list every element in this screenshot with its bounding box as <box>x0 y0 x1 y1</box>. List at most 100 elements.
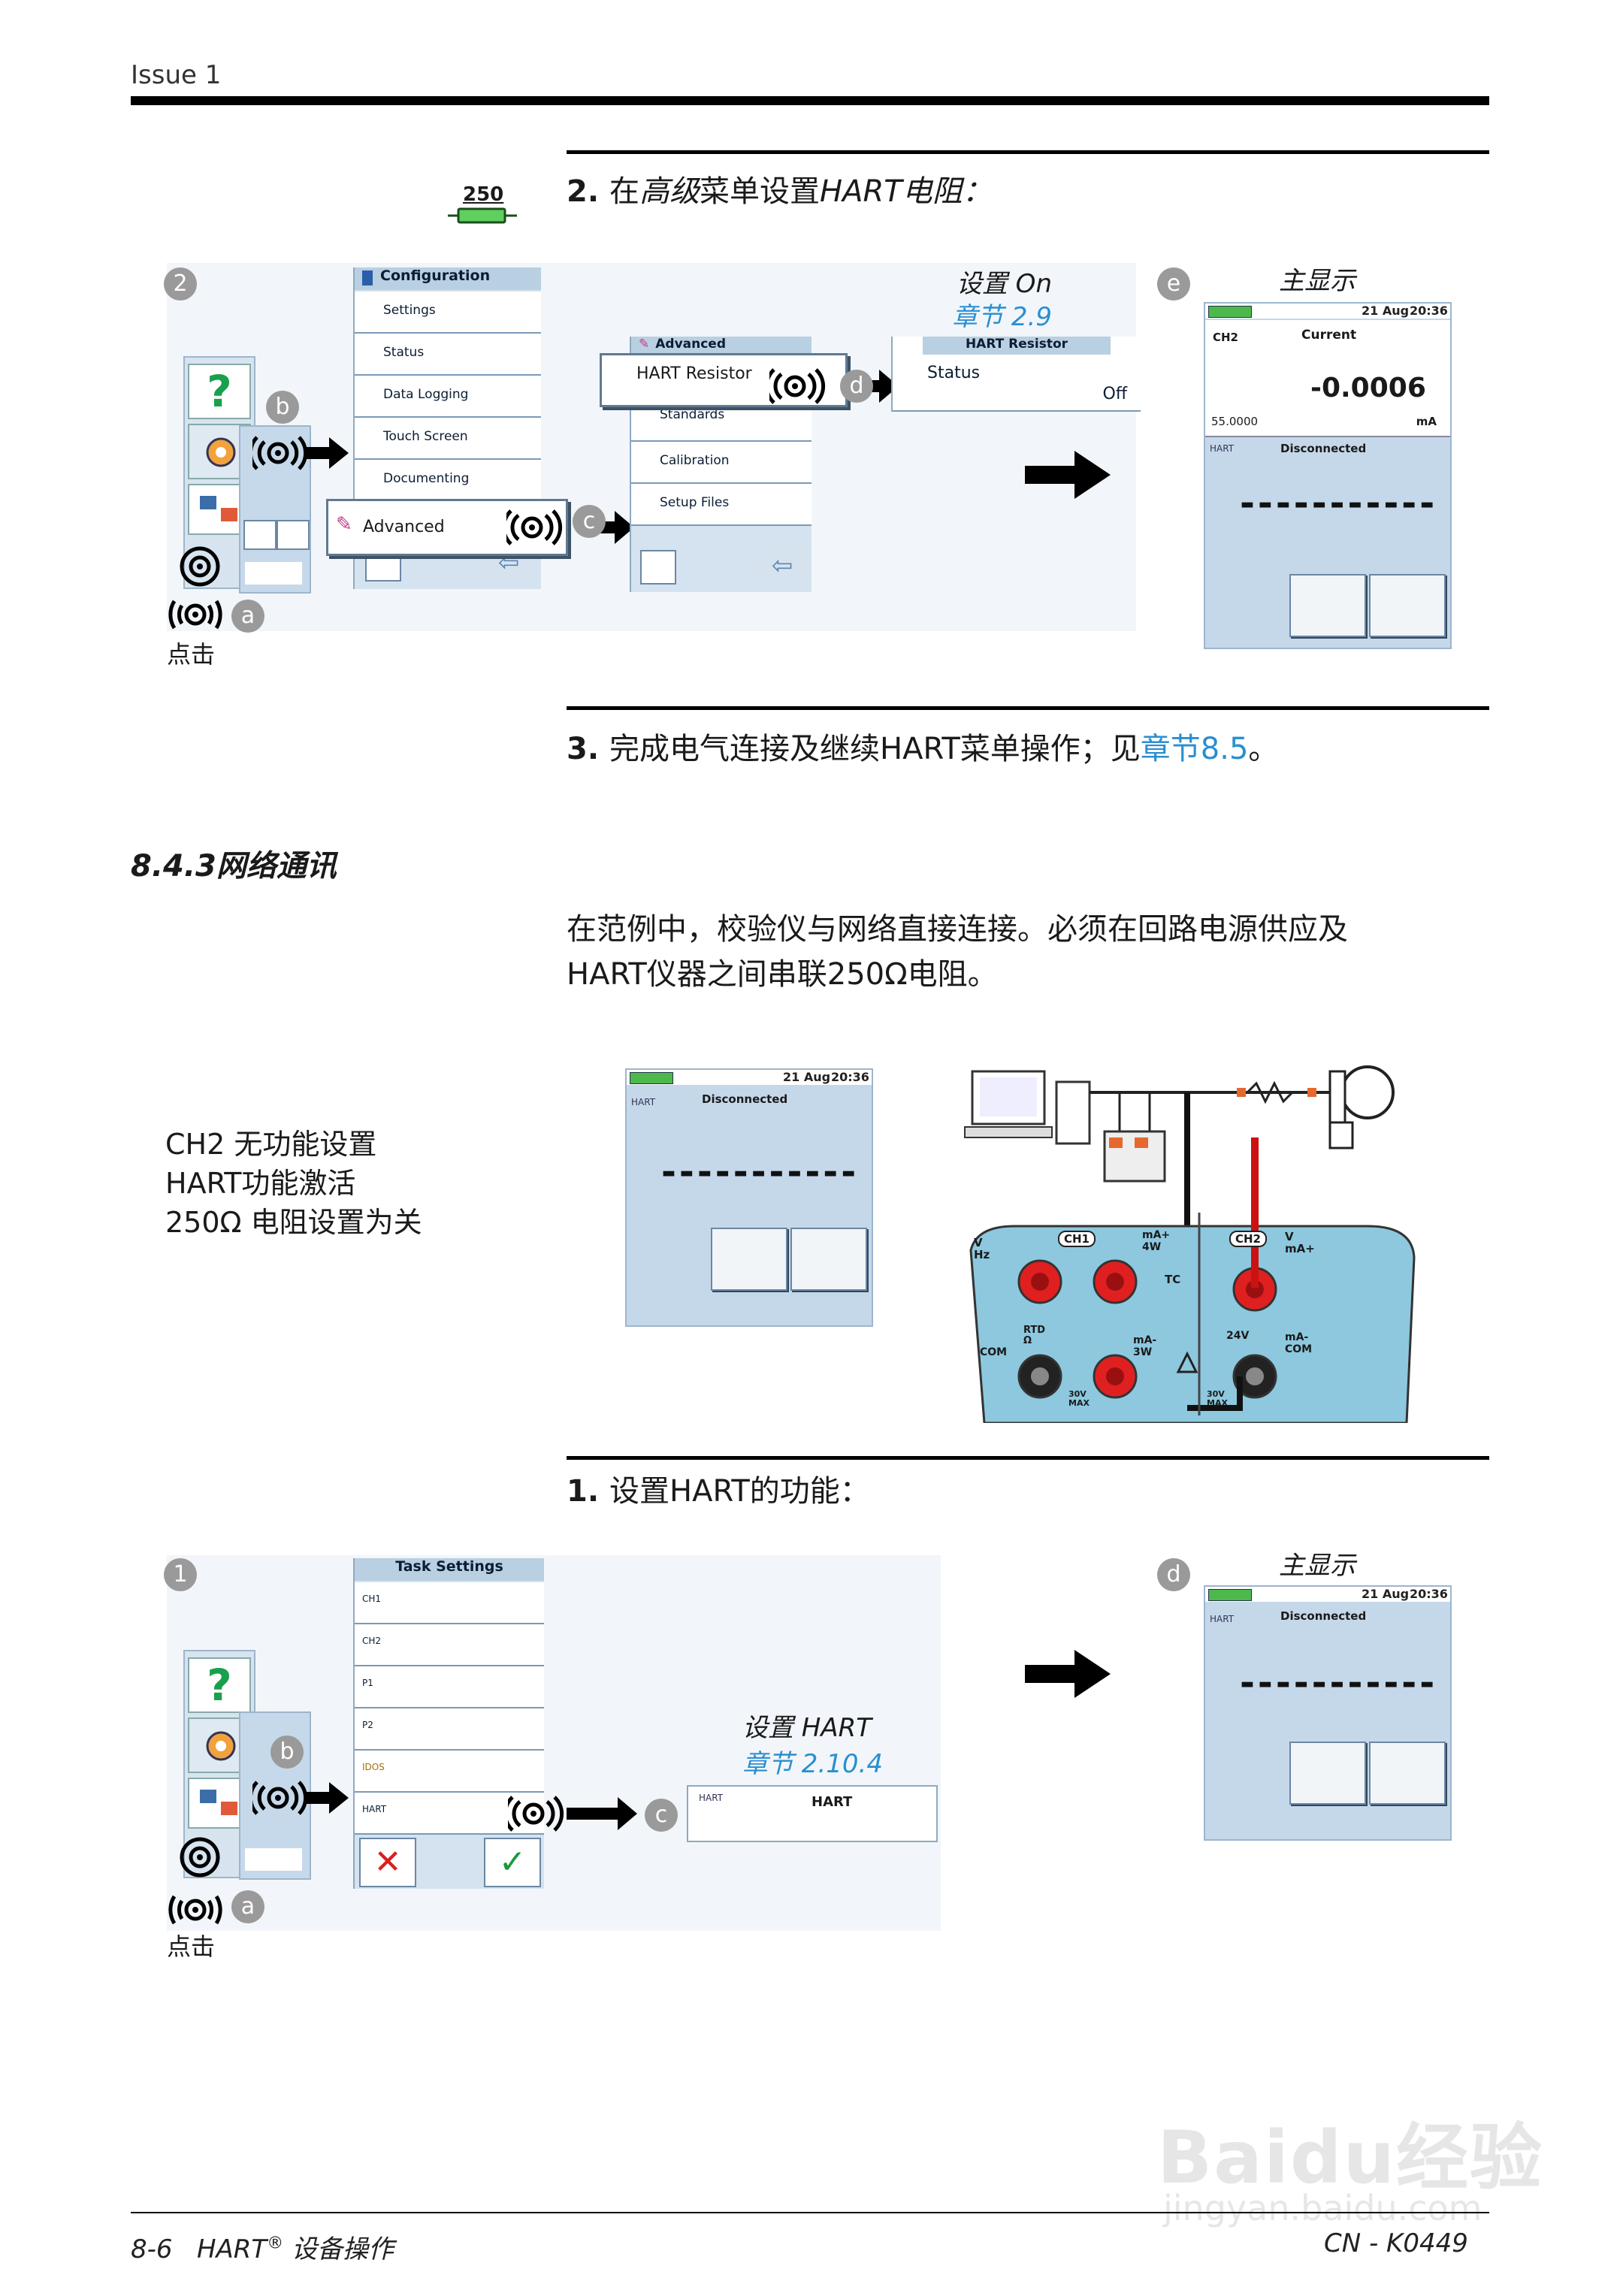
current-card: CH2 Current -0.0006 55.0000 mA <box>1205 320 1450 437</box>
help-icon-2[interactable]: ? <box>188 1657 251 1713</box>
task-item-ch2[interactable]: CH2 <box>355 1624 544 1666</box>
footer-title: HART <box>196 2234 267 2264</box>
current-value: -0.0006 <box>1310 373 1426 403</box>
hart-setting-row[interactable]: HART HART <box>687 1785 938 1842</box>
hart-label: HART <box>1210 443 1235 454</box>
settings-note-line2: HART功能激活 <box>165 1167 356 1200</box>
list-button-2[interactable] <box>1289 1742 1366 1805</box>
panel-button[interactable] <box>1369 574 1446 637</box>
callout-d-2: d <box>1157 1558 1190 1591</box>
wiring-hart-label: HART <box>631 1097 656 1107</box>
task-settings-menu: Task Settings CH1 CH2 P1 P2 IDOS HART ✕ … <box>353 1558 544 1889</box>
menu-item-status-toggle[interactable]: Status Off <box>893 356 1141 412</box>
main-display-status-bar: 21 Aug 20:36 <box>1205 304 1450 319</box>
help-icon[interactable]: ? <box>188 364 251 419</box>
next-arrow-icon <box>1025 451 1114 502</box>
menu-item-documenting[interactable]: Documenting <box>355 460 541 502</box>
terminal-ch2: CH2 <box>1229 1231 1267 1247</box>
task-item-idos[interactable]: IDOS <box>355 1751 544 1793</box>
battery-icon <box>1208 306 1252 318</box>
set-hart-note: 设置 HART <box>742 1713 872 1743</box>
wiring-status-bar: 21 Aug 20:36 <box>627 1070 872 1085</box>
disconnected-label: Disconnected <box>1280 442 1367 455</box>
header-rule <box>131 96 1489 105</box>
menu-item-touch-screen[interactable]: Touch Screen <box>355 418 541 460</box>
step3-link[interactable]: 章节8.5 <box>1140 732 1249 766</box>
terminal-tc: TC <box>1165 1273 1181 1286</box>
menu-item-hart-resistor[interactable]: HART Resistor <box>600 353 848 407</box>
date-label: 21 Aug <box>1362 304 1410 318</box>
resistor-250-label: 250 <box>463 183 504 206</box>
hart-row-small-label: HART <box>699 1793 724 1803</box>
terminal-24v: 24V <box>1226 1330 1250 1342</box>
menu-item-calibration[interactable]: Calibration <box>631 442 812 484</box>
small-screen-preview <box>239 425 311 594</box>
step2-rule <box>567 150 1489 154</box>
main-display-status-bar-2: 21 Aug 20:36 <box>1205 1587 1450 1602</box>
menu-item-status[interactable]: Status <box>355 334 541 376</box>
wiring-disconnected: Disconnected <box>702 1092 788 1106</box>
back-arrow-icon-2[interactable]: ⇦ <box>756 550 808 582</box>
next-arrow-icon-2 <box>1025 1650 1114 1701</box>
set-hart-ref: 章节 2.10.4 <box>742 1749 883 1779</box>
step1-rule <box>567 1456 1489 1460</box>
callout-b: b <box>266 391 299 424</box>
configuration-icon <box>362 270 373 285</box>
disconnected-label-2: Disconnected <box>1280 1609 1367 1623</box>
home-icon-2[interactable] <box>640 550 676 585</box>
task-settings-title: Task Settings <box>355 1558 544 1581</box>
panel-button-2[interactable] <box>1369 1742 1446 1805</box>
tap-a2-icon <box>167 598 224 637</box>
hart-resistor-label: HART Resistor <box>636 364 752 383</box>
callout-d: d <box>840 370 873 403</box>
main-display-label: 主显示 <box>1279 266 1356 296</box>
confirm-button[interactable]: ✓ <box>484 1838 541 1887</box>
list-icon <box>243 520 277 550</box>
panel-icon <box>277 520 310 550</box>
main-display-label-2: 主显示 <box>1279 1551 1356 1581</box>
menu-item-settings[interactable]: Settings <box>355 292 541 334</box>
section-heading: 8.4.3网络通讯 <box>131 849 337 884</box>
wiring-panel-button[interactable] <box>790 1228 867 1291</box>
terminal-ma-com: mA- COM <box>1285 1331 1313 1355</box>
callout-a-2: a <box>231 1890 264 1923</box>
date-label-2: 21 Aug <box>1362 1587 1410 1601</box>
device-sidebar: ? <box>183 356 255 589</box>
advanced-menu-title: ✎Advanced <box>631 337 812 355</box>
resistor-250-icon: 250 <box>448 183 517 227</box>
callout-c: c <box>573 505 606 538</box>
wiring-list-button[interactable] <box>711 1228 787 1291</box>
cancel-button[interactable]: ✕ <box>359 1838 416 1887</box>
menu-item-data-logging[interactable]: Data Logging <box>355 376 541 418</box>
task-item-p1[interactable]: P1 <box>355 1666 544 1708</box>
step2-text-italic2: HART电阻： <box>820 174 993 209</box>
step2-instruction: 2.在高级菜单设置HART电阻： <box>567 167 993 210</box>
watermark-url: jingyan.baidu.com <box>1163 2188 1482 2228</box>
main-display-screen-2: 21 Aug 20:36 HART Disconnected ---------… <box>1204 1585 1452 1841</box>
terminal-ma-3w: mA- 3W <box>1133 1334 1157 1358</box>
step3-instruction: 3.完成电气连接及继续HART菜单操作；见章节8.5。 <box>567 724 1278 768</box>
task-item-ch1[interactable]: CH1 <box>355 1582 544 1624</box>
terminal-30v: 30V MAX <box>1068 1389 1090 1408</box>
current-label: Current <box>1301 328 1357 343</box>
callout-b-2: b <box>270 1736 304 1769</box>
tap-c-arrow-icon <box>501 506 637 551</box>
menu-item-setup-files[interactable]: Setup Files <box>631 484 812 526</box>
menu-item-advanced-label: Advanced <box>363 518 445 536</box>
tap-b-arrow-icon <box>248 433 350 476</box>
time-label: 20:36 <box>1410 304 1448 318</box>
list-button[interactable] <box>1289 574 1366 637</box>
task-item-p2[interactable]: P2 <box>355 1708 544 1751</box>
tap-d-arrow-icon <box>764 365 900 410</box>
step2-text-mid: 菜单设置 <box>700 174 821 209</box>
terminal-rtd: RTD Ω <box>1023 1325 1046 1346</box>
battery-icon-2 <box>1208 1589 1252 1601</box>
step2-text-italic: 高级 <box>639 174 700 209</box>
callout-c-2: c <box>645 1799 678 1832</box>
menu-item-advanced[interactable]: ✎ Advanced <box>326 499 568 556</box>
tap-c-arrow-icon-2 <box>503 1793 639 1838</box>
step3-text: 完成电气连接及继续HART菜单操作；见 <box>609 732 1141 766</box>
configuration-menu-title: Configuration <box>355 267 541 290</box>
wiring-diagram: CH1 CH2 V Hz mA+ 4W TC COM RTD Ω mA- 3W … <box>962 1062 1420 1424</box>
advanced-title-icon: ✎ <box>639 337 650 352</box>
